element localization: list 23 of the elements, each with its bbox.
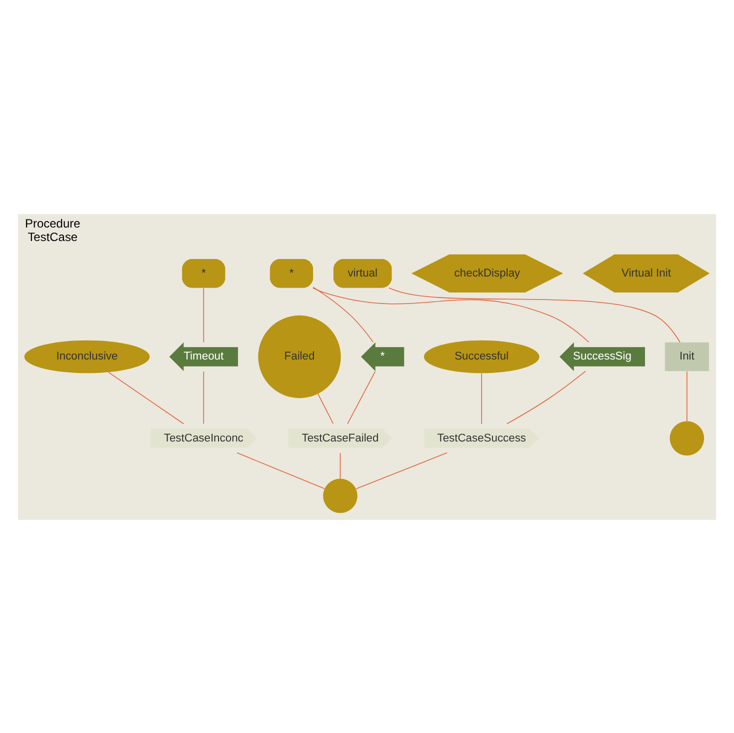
connector bbox=[203, 287, 204, 342]
node-box: Init bbox=[664, 342, 709, 371]
connector bbox=[312, 286, 374, 342]
connector bbox=[312, 287, 590, 342]
connector bbox=[356, 452, 448, 489]
connector bbox=[388, 286, 680, 342]
node-ellipse: Inconclusive bbox=[24, 340, 150, 373]
connector bbox=[203, 370, 204, 424]
node-box: * bbox=[270, 258, 314, 288]
node-box: virtual bbox=[333, 258, 392, 288]
node-box: * bbox=[182, 258, 226, 288]
connector bbox=[506, 370, 586, 424]
connector bbox=[686, 370, 688, 421]
node-circle: Failed bbox=[258, 314, 341, 398]
node-ellipse: Successful bbox=[424, 340, 540, 373]
connector bbox=[347, 370, 376, 424]
node-circle bbox=[323, 478, 358, 513]
connector bbox=[108, 371, 184, 424]
connector bbox=[236, 452, 325, 488]
node-circle bbox=[670, 420, 704, 455]
connector bbox=[318, 392, 334, 424]
connector bbox=[340, 452, 341, 478]
connector bbox=[481, 372, 482, 424]
